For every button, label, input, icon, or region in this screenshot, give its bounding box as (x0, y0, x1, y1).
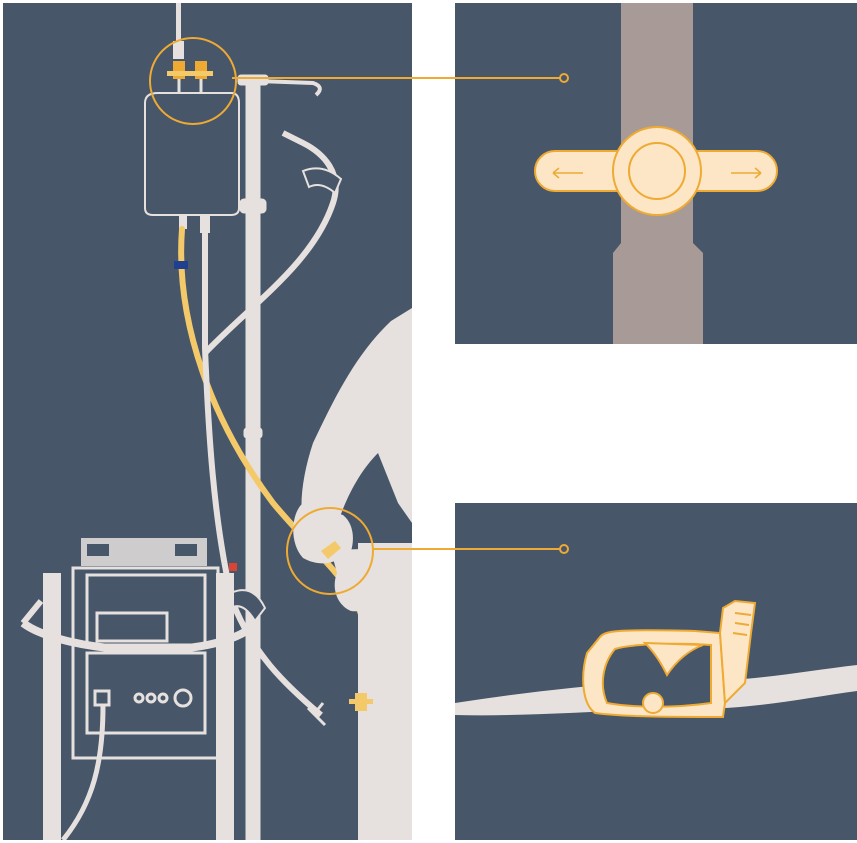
clamp-wings (534, 126, 778, 216)
dialysate-bag (144, 61, 240, 233)
spike-connector (173, 3, 184, 59)
clamp-detail-panel (455, 3, 857, 344)
hand-clamp-highlight-circle (286, 507, 374, 595)
dialysis-setup-illustration (20, 3, 412, 840)
main-illustration-panel (3, 3, 412, 840)
dialysis-machine (20, 538, 254, 840)
two-way-clamp-icon (534, 3, 778, 344)
slide-clamp-body (582, 599, 757, 719)
red-marker (229, 563, 237, 571)
clinician-arm (293, 308, 412, 840)
slide-clamp-icon (455, 599, 857, 719)
slide-clamp-detail-panel (455, 503, 857, 840)
clamp-highlight-circle (149, 37, 237, 125)
iv-pole (237, 74, 322, 840)
blue-marker (174, 261, 188, 269)
